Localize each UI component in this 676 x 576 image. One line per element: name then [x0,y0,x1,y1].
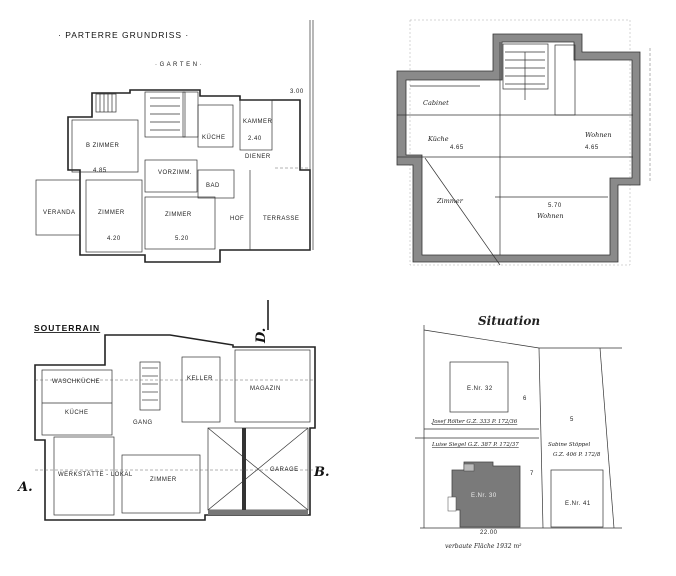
room-kueche: KÜCHE [202,134,226,141]
parcel-6: 6 [523,396,527,402]
room-wohnen-b: Wohnen [537,212,564,220]
owner-c-name: Sabine Stöppel [548,442,590,448]
room-hof: HOF [230,216,244,222]
room-zimmer-c: ZIMMER [165,212,192,218]
section-d-marker: D. [254,328,269,344]
dim-label: 3.00 [290,89,304,95]
room-vorzimmer: VORZIMM. [158,170,192,176]
room-zimmer-souterrain: ZIMMER [150,477,177,483]
room-kueche-souterrain: KÜCHE [65,409,89,416]
owner-a: Josef Rölter G.Z. 333 P. 172/36 [431,419,518,425]
room-werkstaette: WERKSTÄTTE - LOKAL [58,471,133,478]
room-zimmer-upper: Zimmer [436,197,464,205]
room-wohnen-a: Wohnen [585,131,612,139]
room-veranda: VERANDA [43,210,76,216]
room-zimmer-a: B ZIMMER [86,143,119,149]
parcel-5: 5 [570,417,574,423]
building-enr-41: E.Nr. 41 [565,501,591,507]
building-enr-30: E.Nr. 30 [471,493,497,499]
dim-label: 4.85 [93,168,107,174]
room-magazin: MAGAZIN [250,386,281,392]
room-cabinet: Cabinet [423,99,449,107]
souterrain-title: SOUTERRAIN [34,323,100,333]
garden-label: · G A R T E N · [155,62,202,68]
room-kammer: KAMMER [243,119,273,125]
room-garage: GARAGE [270,467,299,473]
dim-label: 4.65 [450,145,464,151]
room-terrasse: TERRASSE [263,216,299,222]
room-zimmer-b: ZIMMER [98,210,125,216]
dim-label: 5.70 [548,203,562,209]
room-diener: DIENER [245,154,271,160]
souterrain-plan: SOUTERRAIN D. A. B. WASCHKÜCHE KÜCHE KEL… [16,300,330,521]
room-keller: KELLER [187,376,213,382]
dim-label: 5.20 [175,236,189,242]
room-waschkueche: WASCHKÜCHE [52,378,100,385]
room-gang: GANG [133,420,153,426]
owner-c-parcel: G.Z. 406 P. 172/8 [553,452,601,458]
width-dimension: 22.00 [480,530,498,536]
building-enr-32: E.Nr. 32 [467,386,493,392]
parcel-7: 7 [530,471,534,477]
dim-label: 4.20 [107,236,121,242]
dim-label: 2.40 [248,136,262,142]
dim-label: 4.65 [585,145,599,151]
room-bad: BAD [206,183,220,189]
owner-b: Luise Siegel G.Z. 387 P. 172/37 [431,442,519,448]
parterre-plan: · PARTERRE GRUNDRISS · · G A R T E N · B… [35,20,314,263]
parterre-title: · PARTERRE GRUNDRISS · [58,30,189,40]
situation-plan: Situation E.Nr. 32 E.Nr. 30 E.Nr. 41 6 5… [415,314,622,550]
section-a-marker: A. [16,480,33,495]
area-note: verbaute Fläche 1932 m² [445,543,522,550]
section-b-marker: B. [313,465,330,480]
room-kueche-upper: Küche [427,135,449,143]
upper-floor-plan: Cabinet Küche 4.65 Zimmer Wohnen 4.65 Wo… [396,19,651,266]
situation-title: Situation [478,314,540,328]
